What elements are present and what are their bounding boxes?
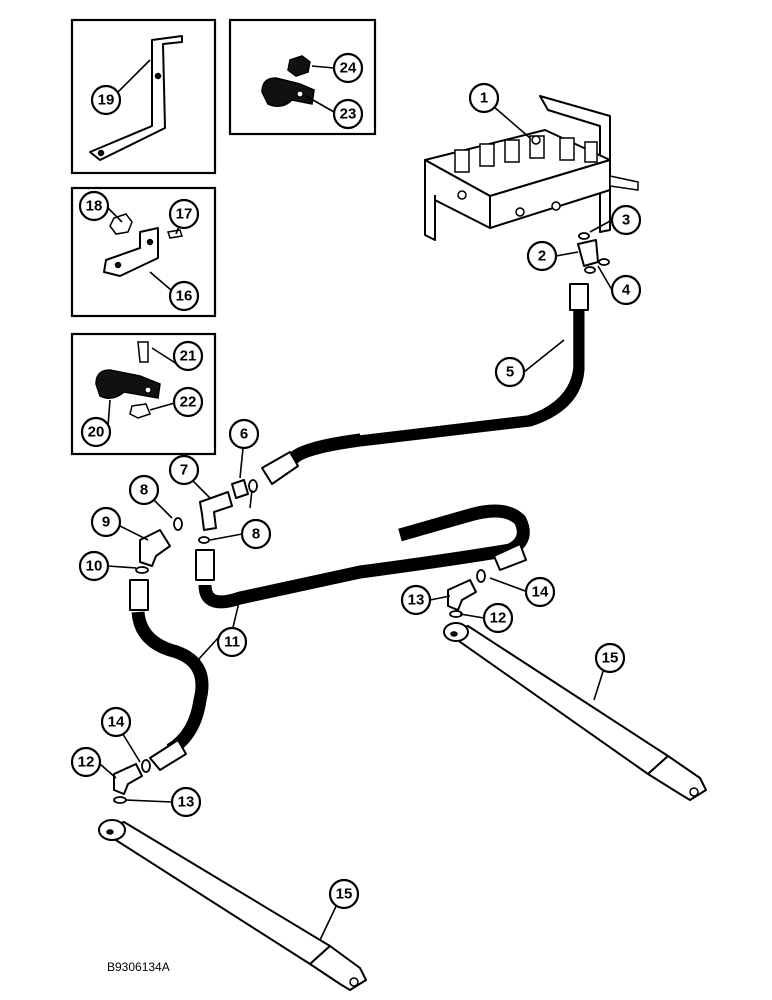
hose-11-lower (129, 579, 209, 771)
callout-3: 3 (610, 204, 642, 236)
svg-text:8: 8 (140, 482, 148, 499)
callout-17: 17 (168, 198, 200, 230)
svg-text:1: 1 (480, 90, 488, 107)
callout-14-left: 14 (100, 706, 132, 738)
callout-5: 5 (494, 356, 526, 388)
svg-text:5: 5 (506, 364, 514, 381)
svg-text:18: 18 (86, 198, 103, 215)
svg-text:15: 15 (602, 650, 619, 667)
callout-7: 7 (168, 454, 200, 486)
svg-text:11: 11 (224, 634, 240, 651)
svg-text:21: 21 (180, 348, 197, 365)
svg-text:16: 16 (176, 288, 193, 305)
figure-code: B9306134A (107, 960, 170, 974)
callout-10: 10 (78, 550, 110, 582)
svg-text:22: 22 (180, 394, 197, 411)
callout-21: 21 (172, 340, 204, 372)
callout-23: 23 (332, 98, 364, 130)
callout-13-left: 13 (170, 786, 202, 818)
callout-4: 4 (610, 274, 642, 306)
svg-text:20: 20 (88, 424, 105, 441)
fittings-right-12-13-14 (447, 569, 486, 618)
callout-16: 16 (168, 280, 200, 312)
callout-2: 2 (526, 240, 558, 272)
fittings-left-12-13-14 (113, 759, 151, 804)
svg-text:23: 23 (340, 106, 357, 123)
callout-13-right: 13 (400, 584, 432, 616)
svg-text:19: 19 (98, 92, 115, 109)
svg-text:10: 10 (86, 558, 103, 575)
cylinder-15-right (443, 622, 707, 801)
svg-text:14: 14 (108, 714, 125, 731)
svg-text:24: 24 (340, 60, 357, 77)
svg-text:6: 6 (240, 426, 248, 443)
callout-14-right: 14 (524, 576, 556, 608)
hose-11-upper (195, 504, 530, 609)
svg-text:8: 8 (252, 526, 260, 543)
fitting-2 (577, 232, 610, 274)
callout-12-left: 12 (70, 746, 102, 778)
svg-text:12: 12 (490, 610, 507, 627)
svg-text:13: 13 (408, 592, 425, 609)
callout-20: 20 (80, 416, 112, 448)
callout-19: 19 (90, 84, 122, 116)
callout-9: 9 (90, 506, 122, 538)
callout-11: 11 (216, 626, 248, 658)
callout-8-left: 8 (128, 474, 160, 506)
svg-text:12: 12 (78, 754, 95, 771)
hose-5 (261, 283, 589, 485)
svg-text:14: 14 (532, 584, 549, 601)
svg-text:3: 3 (622, 212, 630, 229)
svg-text:15: 15 (336, 886, 353, 903)
svg-text:9: 9 (102, 514, 110, 531)
svg-text:13: 13 (178, 794, 195, 811)
svg-text:17: 17 (176, 206, 193, 223)
callout-15-right: 15 (594, 642, 626, 674)
svg-text:2: 2 (538, 248, 546, 265)
callout-18: 18 (78, 190, 110, 222)
callout-12-right: 12 (482, 602, 514, 634)
svg-text:4: 4 (622, 282, 631, 299)
callout-24: 24 (332, 52, 364, 84)
cylinder-15-left (98, 819, 367, 991)
callout-6: 6 (228, 418, 260, 450)
callout-22: 22 (172, 386, 204, 418)
callout-1: 1 (468, 82, 500, 114)
callout-8-right: 8 (240, 518, 272, 550)
control-valve-1 (424, 95, 639, 241)
callout-15-left: 15 (328, 878, 360, 910)
svg-text:7: 7 (180, 462, 188, 479)
